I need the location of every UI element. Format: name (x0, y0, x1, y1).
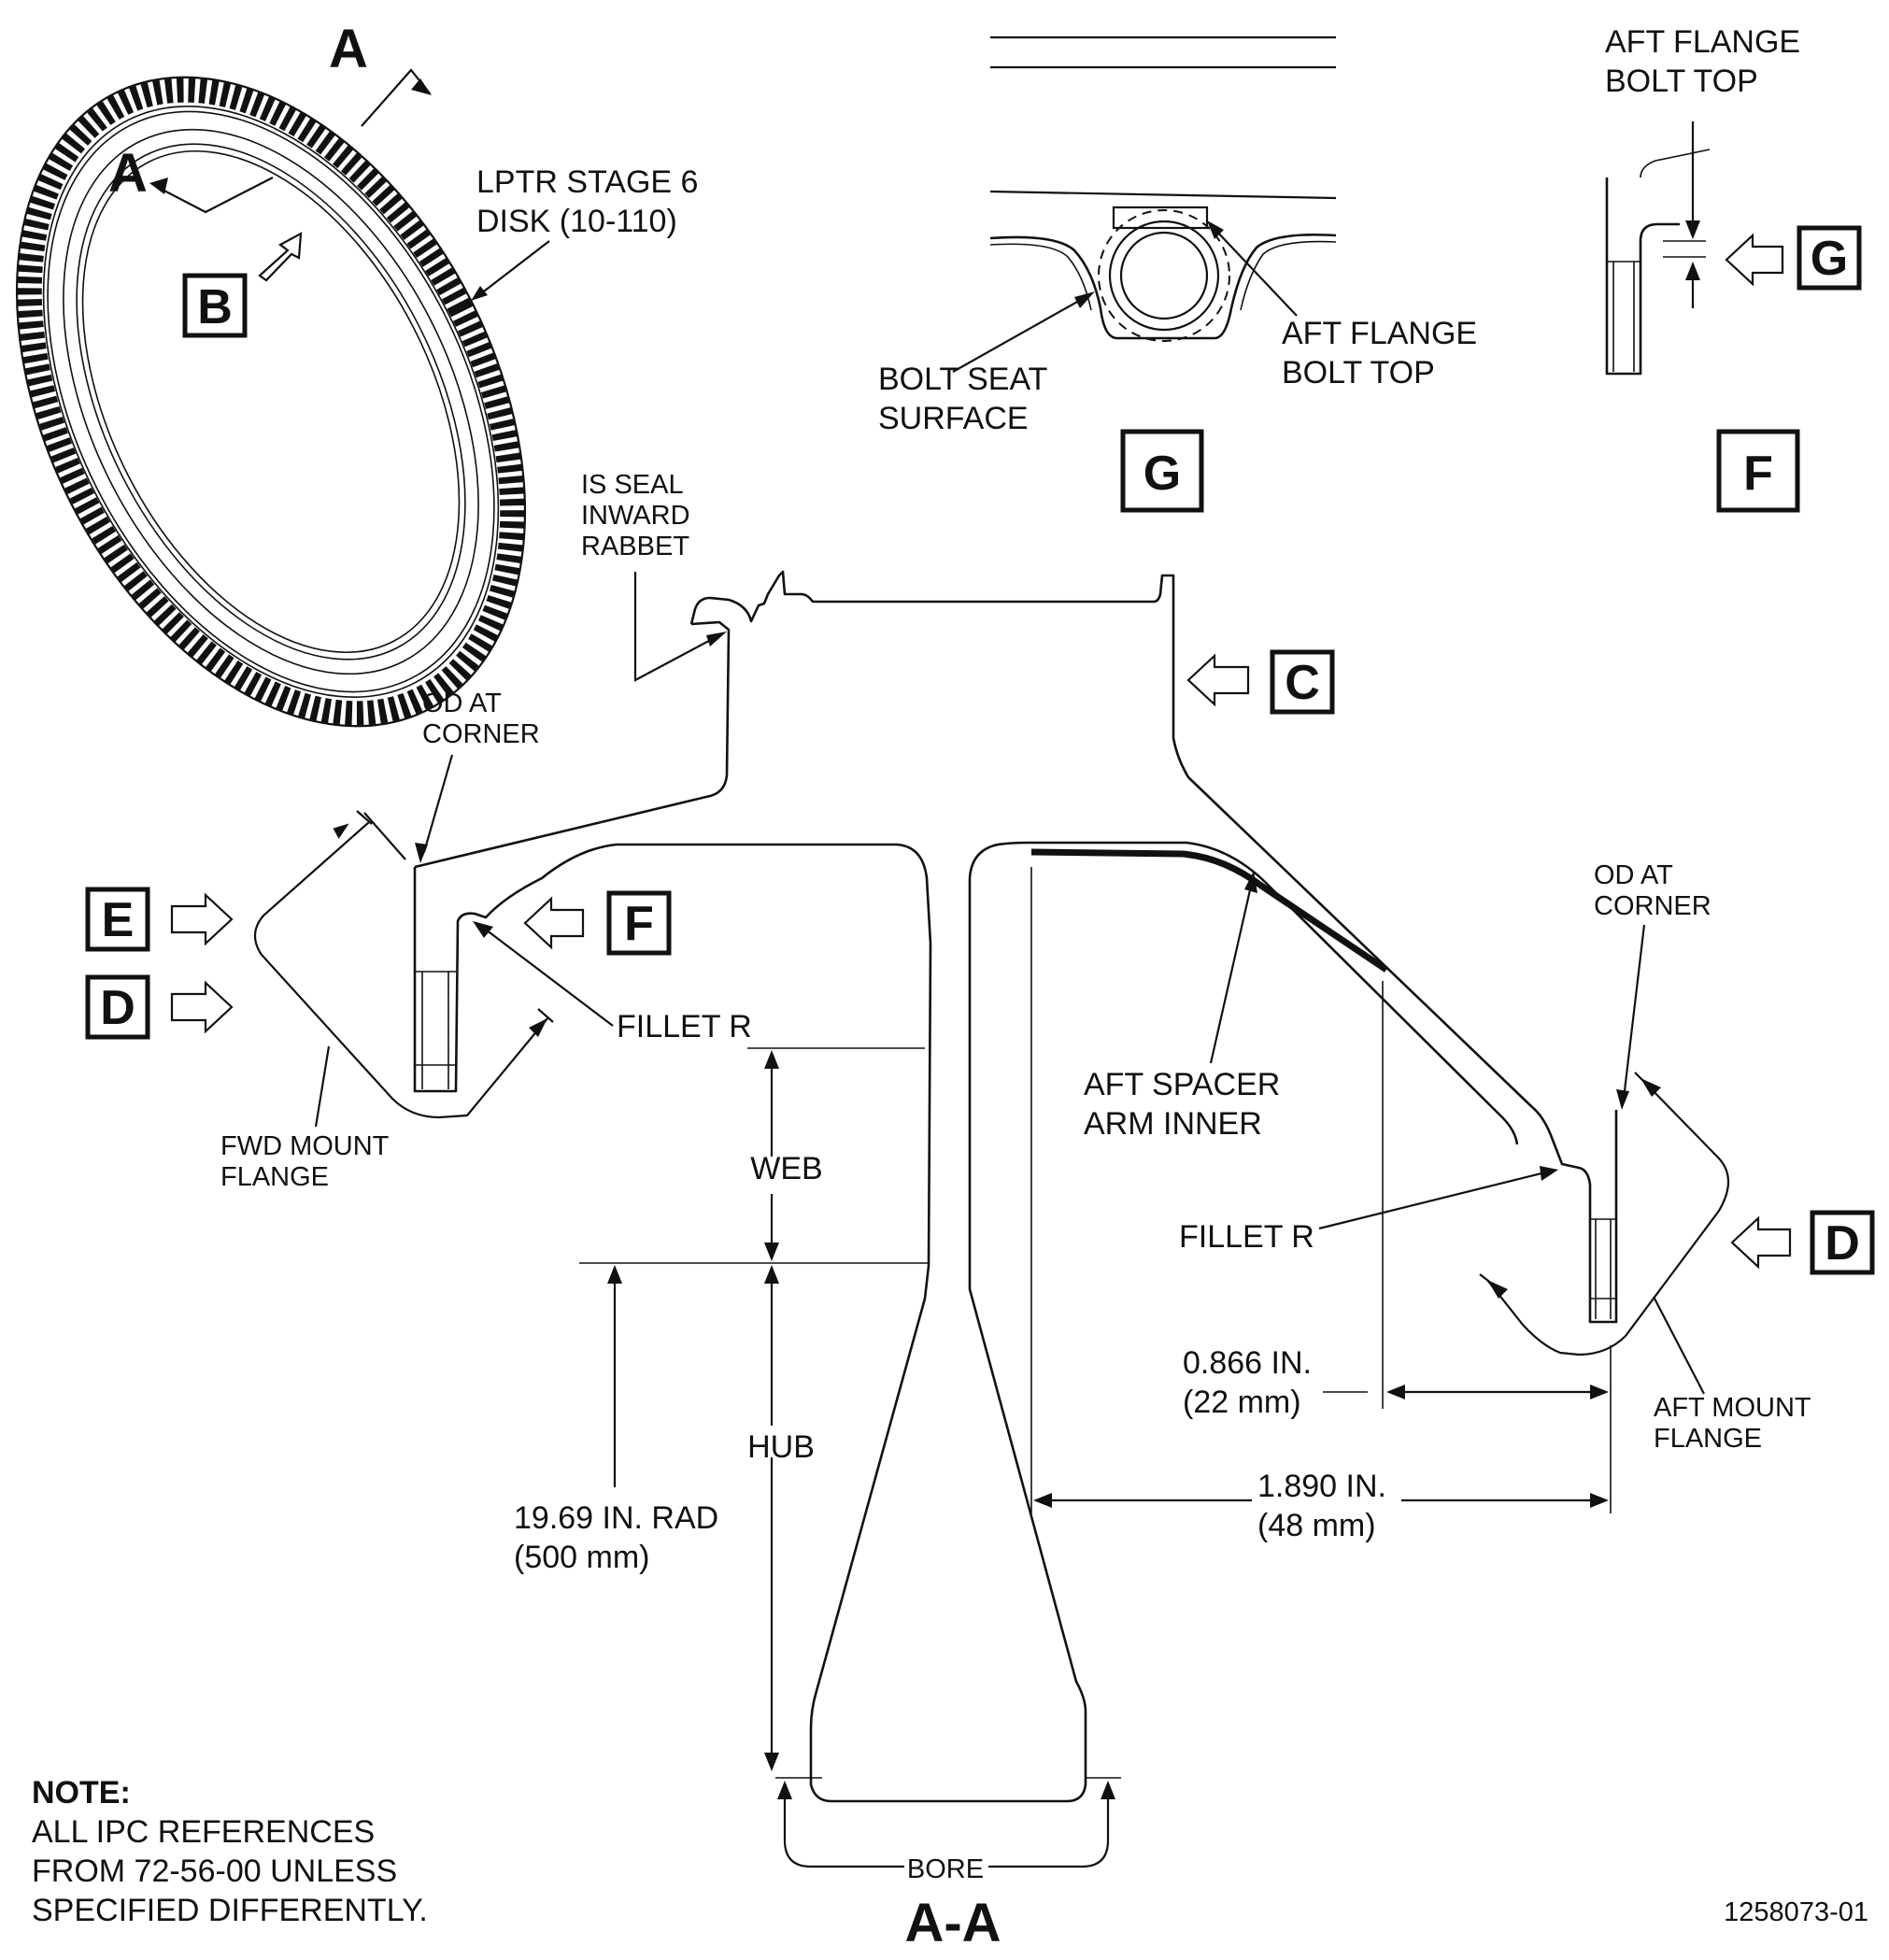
bore-label: BORE (907, 1854, 984, 1884)
dim-large-line1: 1.890 IN. (1257, 1469, 1386, 1504)
note-block: NOTE: ALL IPC REFERENCES FROM 72-56-00 U… (32, 1775, 428, 1928)
view-d-fwd-letter: D (100, 981, 135, 1035)
lptr-disk-label-line2: DISK (10-110) (476, 204, 677, 239)
section-cut-marker-lower: A (108, 143, 274, 214)
view-d-aft-letter: D (1825, 1216, 1860, 1271)
section-letter-a-lower: A (108, 143, 148, 204)
detail-g-letter: G (1143, 447, 1181, 501)
dim-small-line2: (22 mm) (1183, 1385, 1301, 1420)
view-c-box (1270, 649, 1335, 715)
note-line2: FROM 72-56-00 UNLESS (32, 1853, 397, 1889)
figure-id: 1258073-01 (1724, 1897, 1868, 1927)
aft-mount-flange-line1: AFT MOUNT (1654, 1393, 1811, 1423)
disk-isometric-view (15, 76, 527, 728)
od-at-corner-fwd-line2: CORNER (422, 719, 540, 749)
fwd-mount-flange-line1: FWD MOUNT (220, 1131, 390, 1161)
bolt-seat-surface-line1: BOLT SEAT (878, 362, 1047, 397)
view-f-arrow-box (606, 890, 672, 956)
detail-g-box (1120, 429, 1204, 513)
view-e-letter: E (102, 893, 135, 947)
is-seal-line3: RABBET (581, 532, 689, 561)
is-seal-line1: IS SEAL (581, 470, 684, 500)
fillet-r-fwd: FILLET R (617, 1009, 752, 1044)
view-g-arrow-letter: G (1811, 232, 1848, 286)
rad-dim-line1: 19.69 IN. RAD (514, 1500, 718, 1536)
hub-label: HUB (747, 1429, 815, 1465)
aft-mount-flange-line2: FLANGE (1654, 1424, 1762, 1454)
od-at-corner-fwd-line1: OD AT (422, 689, 502, 718)
view-g-arrow-box (1797, 225, 1862, 291)
note-title: NOTE: (32, 1775, 131, 1811)
note-line3: SPECIFIED DIFFERENTLY. (32, 1893, 428, 1928)
section-letter-a-upper: A (329, 19, 368, 79)
aft-flange-bolt-top-g-line1: AFT FLANGE (1282, 316, 1477, 351)
aft-spacer-arm-line1: AFT SPACER (1084, 1067, 1280, 1102)
section-title: A-A (904, 1893, 1001, 1953)
aft-flange-bolt-top-g-line2: BOLT TOP (1282, 355, 1435, 391)
detail-f-letter: F (1743, 447, 1773, 501)
view-e-box (85, 887, 150, 952)
view-b-callout: B (182, 232, 303, 338)
aft-spacer-arm-line2: ARM INNER (1084, 1106, 1262, 1142)
note-line1: ALL IPC REFERENCES (32, 1814, 375, 1850)
dim-large-line2: (48 mm) (1257, 1508, 1376, 1543)
view-d-fwd-box (85, 974, 150, 1040)
view-f-arrow-letter: F (624, 897, 654, 951)
is-seal-line2: INWARD (581, 501, 690, 531)
rad-dim-line2: (500 mm) (514, 1540, 649, 1575)
od-at-corner-aft-line1: OD AT (1594, 860, 1673, 890)
aft-flange-bolt-top-f-line2: BOLT TOP (1605, 64, 1758, 99)
view-d-aft-box (1810, 1210, 1875, 1275)
view-c-letter: C (1285, 656, 1320, 710)
fwd-mount-flange-line2: FLANGE (220, 1162, 329, 1192)
aft-flange-bolt-top-f-line1: AFT FLANGE (1605, 24, 1800, 60)
view-b-box (182, 273, 248, 338)
view-b-letter: B (197, 280, 233, 334)
web-label: WEB (750, 1151, 822, 1186)
lptr-disk-label-line1: LPTR STAGE 6 (476, 164, 698, 200)
bolt-seat-surface-line2: SURFACE (878, 401, 1029, 436)
fillet-r-aft: FILLET R (1179, 1219, 1314, 1255)
detail-g: BOLT SEAT SURFACE AFT FLANGE BOLT TOP G (878, 36, 1477, 513)
section-cut-marker-upper: A (329, 19, 432, 127)
section-a-a: IS SEAL INWARD RABBET OD AT CORNER OD AT… (85, 470, 1875, 1953)
lptr-disk-label: LPTR STAGE 6 DISK (10-110) (471, 164, 698, 301)
detail-f: AFT FLANGE BOLT TOP G F (1605, 24, 1862, 513)
detail-f-box (1716, 429, 1800, 513)
od-at-corner-aft-line2: CORNER (1594, 891, 1711, 921)
dim-small-line1: 0.866 IN. (1183, 1345, 1312, 1381)
